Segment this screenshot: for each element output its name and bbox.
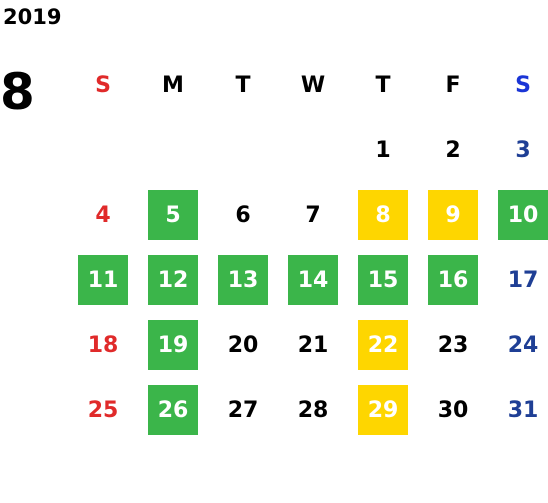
day-cell-green[interactable]: 16 — [428, 255, 478, 305]
day-cell[interactable]: 1 — [375, 137, 391, 163]
day-cell-green[interactable]: 11 — [78, 255, 128, 305]
day-cell[interactable]: 20 — [227, 332, 259, 358]
week-row-1: 1 2 3 — [68, 125, 548, 175]
weekday-header-row: S M T W T F S — [68, 60, 548, 110]
day-cell[interactable]: 6 — [235, 202, 251, 228]
day-cell[interactable]: 27 — [227, 397, 259, 423]
day-cell[interactable]: 31 — [507, 397, 539, 423]
day-cell-green[interactable]: 13 — [218, 255, 268, 305]
day-cell[interactable] — [78, 125, 128, 175]
weekday-header-friday: F — [445, 72, 461, 98]
week-row-5: 25 26 27 28 29 30 31 — [68, 385, 548, 435]
day-cell[interactable] — [148, 125, 198, 175]
day-cell[interactable]: 23 — [437, 332, 469, 358]
day-cell[interactable]: 3 — [515, 137, 531, 163]
year-label: 2019 — [3, 5, 62, 29]
weekday-header-monday: M — [162, 72, 184, 98]
day-cell-yellow[interactable]: 9 — [428, 190, 478, 240]
weekday-header-wednesday: W — [300, 72, 326, 98]
week-row-2: 4 5 6 7 8 9 10 — [68, 190, 548, 240]
day-cell-green[interactable]: 12 — [148, 255, 198, 305]
day-cell-green[interactable]: 26 — [148, 385, 198, 435]
day-cell[interactable]: 18 — [87, 332, 119, 358]
week-row-4: 18 19 20 21 22 23 24 — [68, 320, 548, 370]
day-cell[interactable]: 2 — [445, 137, 461, 163]
day-cell[interactable]: 7 — [305, 202, 321, 228]
day-cell-green[interactable]: 10 — [498, 190, 548, 240]
week-row-3: 11 12 13 14 15 16 17 — [68, 255, 548, 305]
weekday-header-saturday: S — [515, 72, 531, 98]
day-cell[interactable]: 17 — [507, 267, 539, 293]
day-cell-green[interactable]: 19 — [148, 320, 198, 370]
day-cell[interactable]: 4 — [95, 202, 111, 228]
day-cell[interactable]: 24 — [507, 332, 539, 358]
weekday-header-thursday: T — [375, 72, 391, 98]
day-cell[interactable] — [218, 125, 268, 175]
day-cell[interactable]: 25 — [87, 397, 119, 423]
day-cell-yellow[interactable]: 22 — [358, 320, 408, 370]
weekday-header-sunday: S — [95, 72, 111, 98]
day-cell-green[interactable]: 15 — [358, 255, 408, 305]
day-cell[interactable] — [288, 125, 338, 175]
day-cell[interactable]: 21 — [297, 332, 329, 358]
day-cell-green[interactable]: 5 — [148, 190, 198, 240]
day-cell-yellow[interactable]: 29 — [358, 385, 408, 435]
day-cell[interactable]: 30 — [437, 397, 469, 423]
weekday-header-tuesday: T — [235, 72, 251, 98]
day-cell[interactable]: 28 — [297, 397, 329, 423]
day-cell-green[interactable]: 14 — [288, 255, 338, 305]
month-label: 8 — [0, 63, 35, 121]
day-cell-yellow[interactable]: 8 — [358, 190, 408, 240]
